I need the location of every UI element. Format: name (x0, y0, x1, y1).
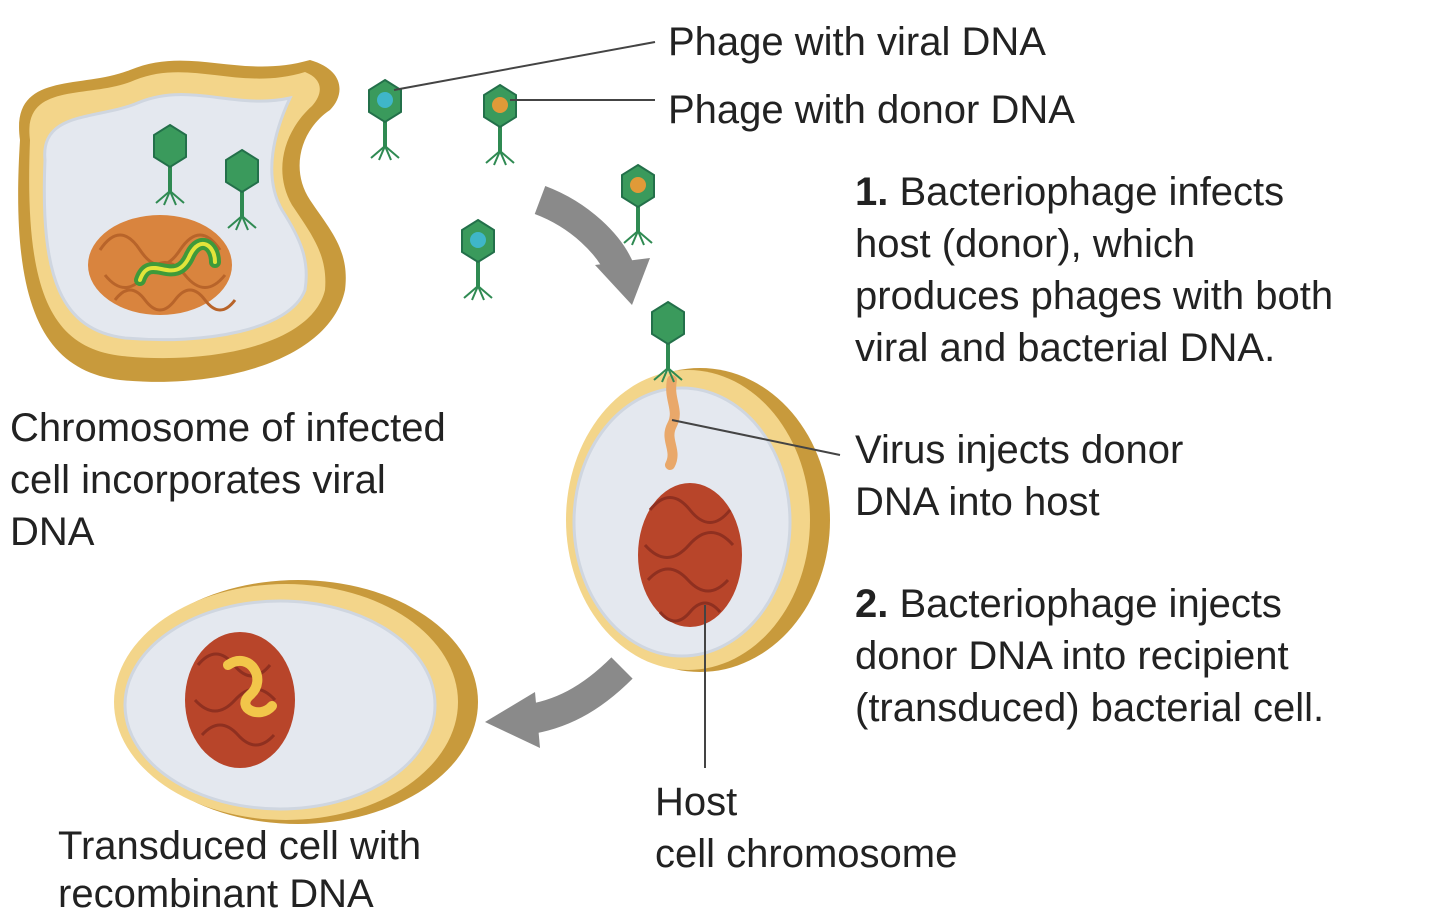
step-1-line-4: viral and bacterial DNA. (855, 326, 1276, 370)
label-phage-donor-dna: Phage with donor DNA (668, 88, 1075, 132)
donor-chromosome (88, 215, 237, 315)
label-chromosome-line-3: DNA (10, 510, 95, 554)
step-1-line-2: host (donor), which (855, 222, 1196, 266)
label-virus-injects-line-2: DNA into host (855, 480, 1100, 524)
transduced-cell (114, 580, 478, 824)
phage-with-donor-dna-icon (482, 83, 518, 167)
curved-arrow-icon (534, 185, 650, 305)
label-host-line-2: cell chromosome (655, 832, 958, 876)
phage-with-viral-dna-icon (367, 78, 403, 162)
label-host-line-1: Host (655, 780, 738, 824)
free-phages (367, 78, 656, 302)
step-1-line-1: Bacteriophage infects (888, 170, 1285, 214)
step-2-text: 2. Bacteriophage injects (855, 578, 1282, 630)
step-1-text: 1. Bacteriophage infects (855, 166, 1284, 218)
label-chromosome-line-2: cell incorporates viral (10, 458, 386, 502)
leader-lines (393, 41, 841, 768)
step-2-line-3: (transduced) bacterial cell. (855, 686, 1325, 730)
curved-arrow-icon (485, 657, 633, 748)
phage-with-donor-dna-icon (620, 163, 656, 247)
recipient-cell (566, 300, 830, 672)
step-1-number: 1. (855, 170, 889, 214)
donor-cell (18, 60, 346, 382)
recombinant-segment (223, 655, 277, 718)
phage-with-viral-dna-icon (460, 218, 496, 302)
label-transduced-line-1: Transduced cell with (58, 824, 422, 868)
step-2-line-2: donor DNA into recipient (855, 634, 1289, 678)
step-2-number: 2. (855, 582, 889, 626)
injected-donor-dna (664, 375, 680, 470)
label-transduced-line-2: recombinant DNA (58, 872, 374, 916)
label-virus-injects-line-1: Virus injects donor (855, 428, 1184, 472)
label-chromosome-line-1: Chromosome of infected (10, 406, 446, 450)
leader-line-viral (393, 41, 656, 91)
recombinant-chromosome (185, 632, 295, 768)
step-1-line-3: produces phages with both (855, 274, 1334, 318)
host-chromosome (638, 483, 742, 627)
step-2-line-1: Bacteriophage injects (888, 582, 1282, 626)
label-phage-viral-dna: Phage with viral DNA (668, 20, 1046, 64)
leader-line-virus-injects (671, 419, 841, 456)
